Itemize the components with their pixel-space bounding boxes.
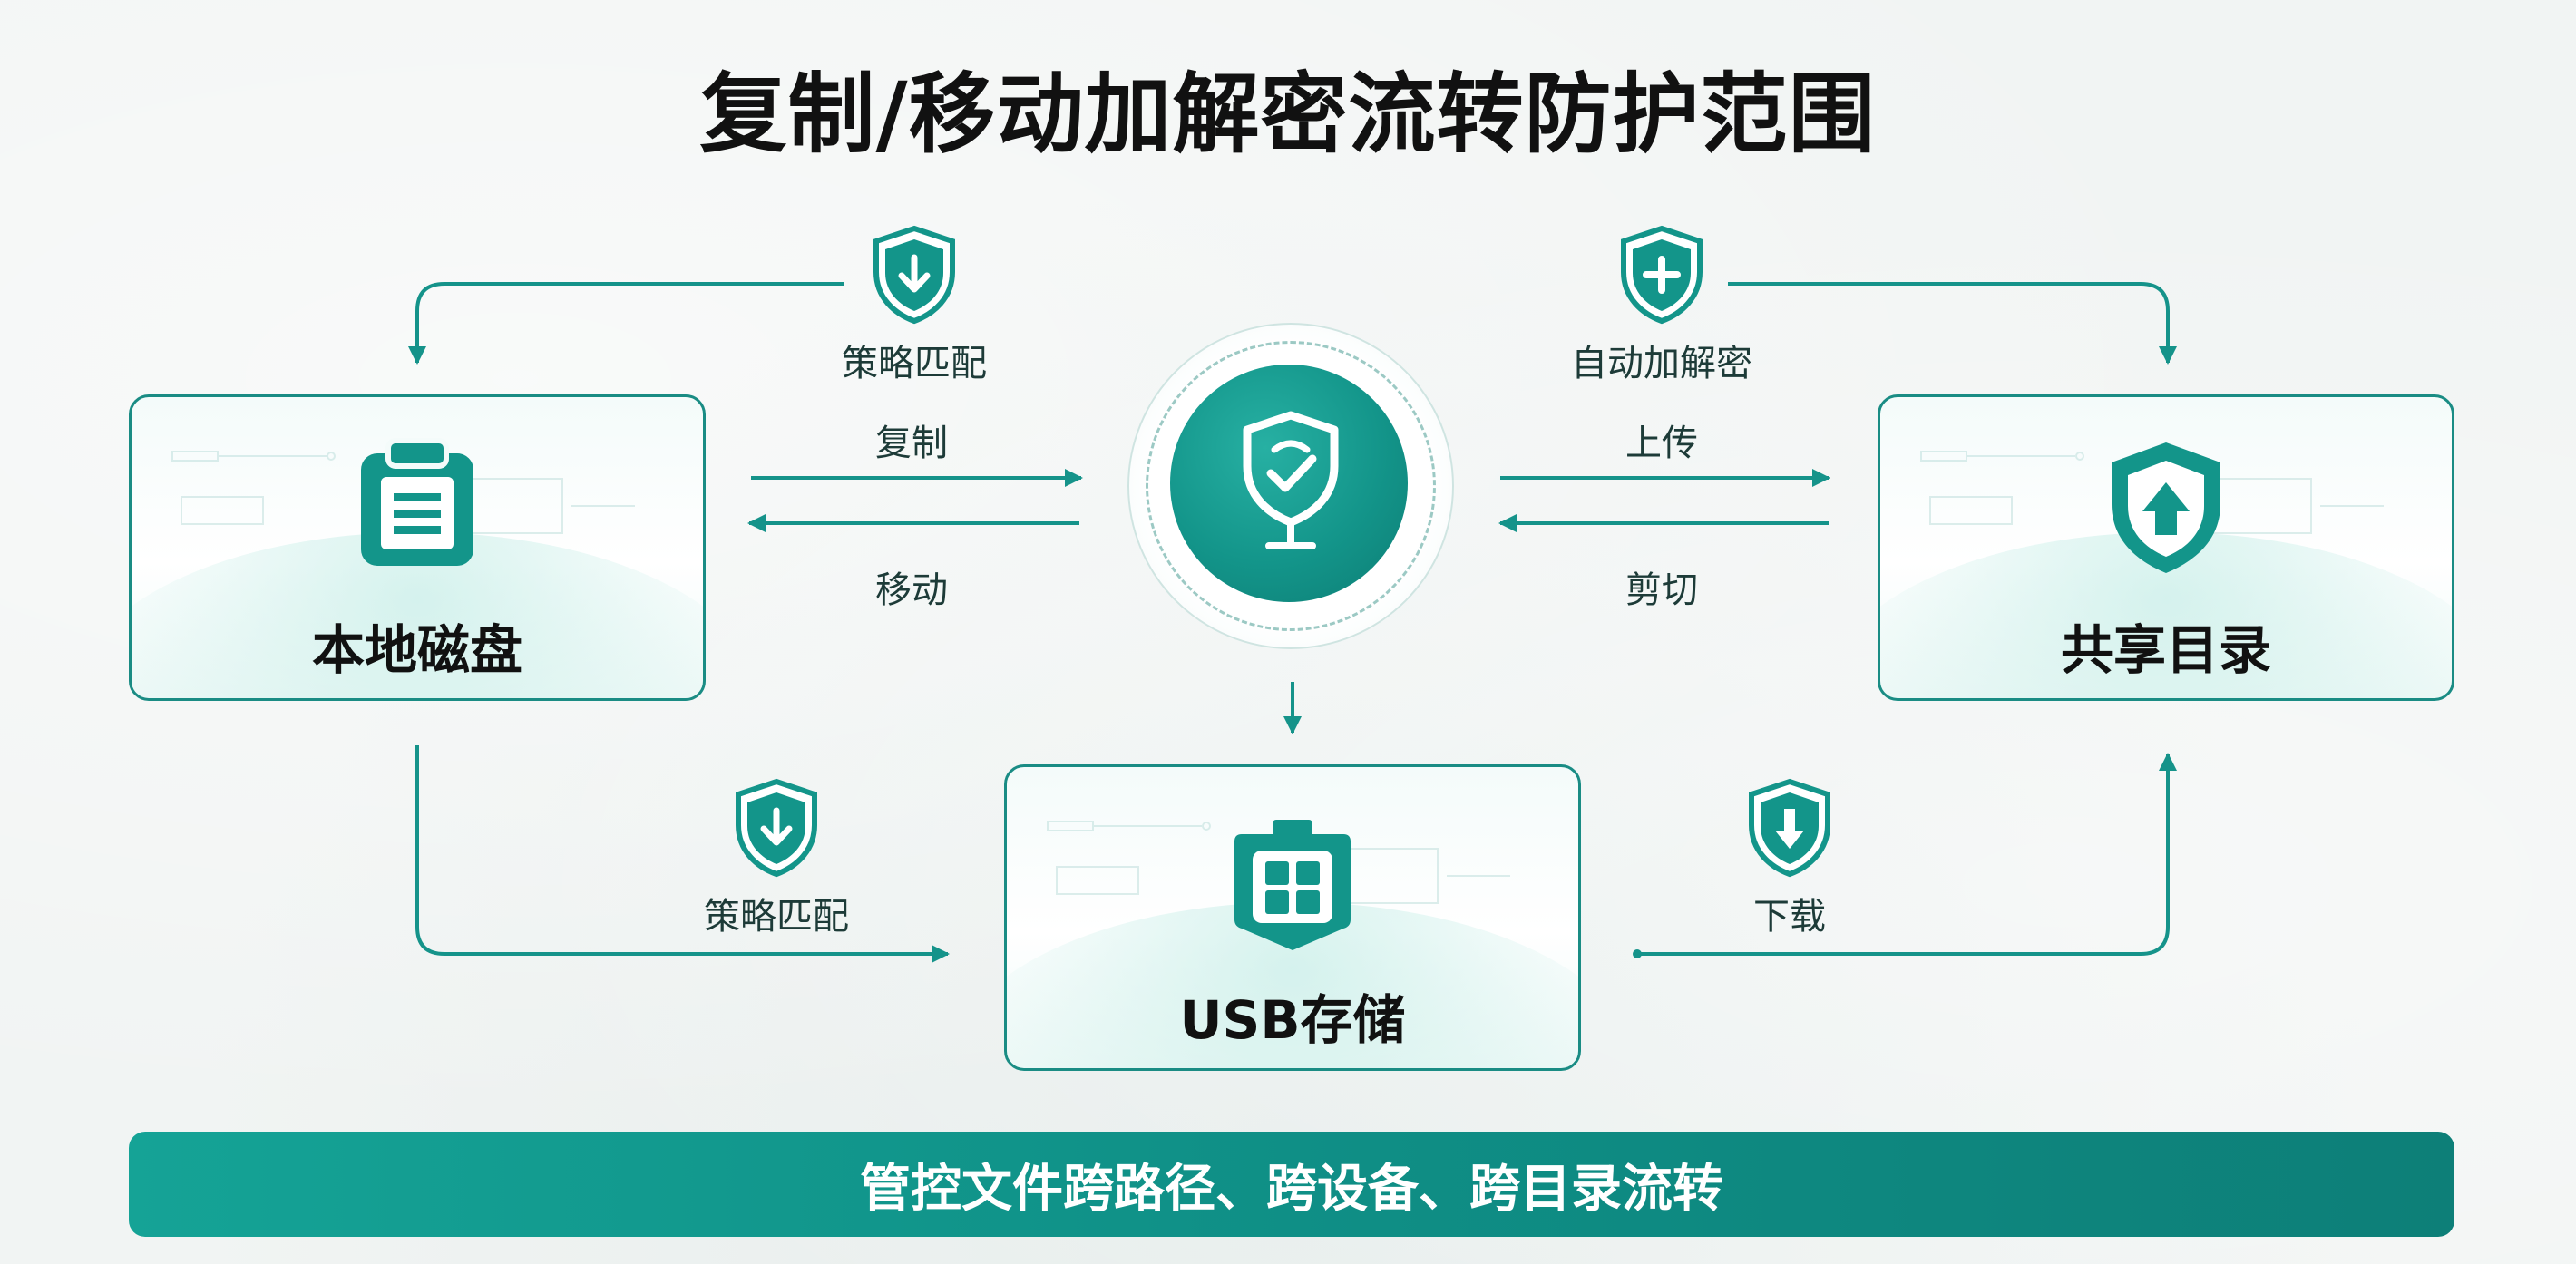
policy-top-connector: [408, 282, 844, 365]
upload-label: 上传: [1625, 423, 1698, 464]
cut-label: 剪切: [1625, 569, 1698, 611]
shared-dir-label: 共享目录: [2060, 619, 2271, 681]
shield-plus-icon: [1618, 225, 1705, 328]
hub-dashed-ring: [1146, 341, 1436, 631]
usb-label: USB存储: [1179, 989, 1406, 1051]
clipboard-icon: [354, 435, 481, 575]
page-title: 复制/移动加解密流转防护范围: [699, 63, 1877, 165]
download-label: 下载: [1753, 896, 1826, 938]
shield-down-arrow-icon: [1746, 778, 1833, 881]
local-disk-card[interactable]: 本地磁盘: [129, 394, 706, 701]
auto-crypt-label: 自动加解密: [1571, 343, 1752, 384]
usb-grid-icon: [1229, 818, 1356, 958]
ghost-ui-decoration: [1047, 821, 1510, 904]
shield-down-arrow-icon: [733, 778, 820, 881]
move-label: 移动: [875, 569, 948, 611]
auto-crypt-connector: [1728, 282, 2177, 365]
usb-card[interactable]: USB存储: [1004, 764, 1581, 1071]
local-disk-label: 本地磁盘: [311, 619, 522, 681]
shield-down-arrow-icon: [871, 225, 958, 328]
summary-banner: 管控文件跨路径、跨设备、跨目录流转: [129, 1132, 2454, 1237]
ghost-ui-decoration: [1920, 451, 2384, 534]
copy-label: 复制: [875, 423, 948, 464]
shield-check-icon: [1236, 410, 1345, 559]
shield-up-arrow-icon: [2103, 437, 2230, 582]
policy-match-label-top: 策略匹配: [842, 343, 987, 384]
shared-dir-card[interactable]: 共享目录: [1878, 394, 2454, 701]
usb-to-shared-connector: [1637, 753, 2177, 956]
policy-match-label-bottom: 策略匹配: [704, 896, 849, 938]
disk-to-usb-connector: [415, 745, 950, 963]
ghost-ui-decoration: [171, 451, 635, 534]
